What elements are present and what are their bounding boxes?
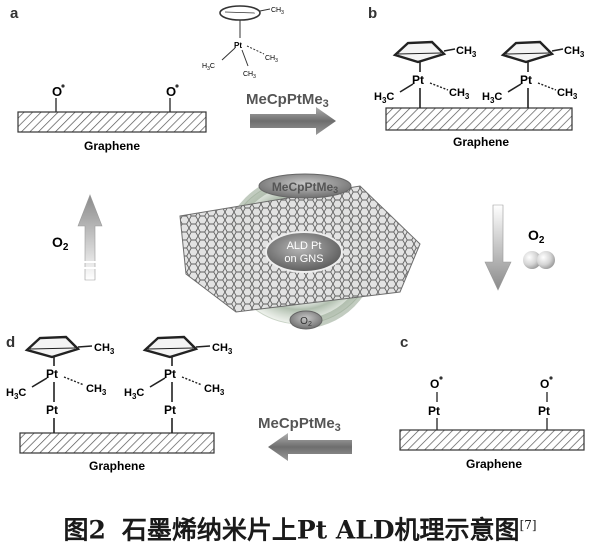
adsorbed-precursor: CH3 Pt H3C CH3 (374, 40, 477, 108)
h3c-label: H3C (202, 63, 215, 72)
graphene-label: Graphene (466, 457, 522, 471)
center-label-line1: ALD Pt (287, 240, 322, 252)
graphene-label: Graphene (89, 459, 145, 473)
adsorbed-precursor: CH3 Pt H3C CH3 (482, 40, 585, 108)
panel-letter-b: b (368, 5, 377, 22)
h3c-label: H3C (124, 387, 144, 401)
pt-label: Pt (520, 73, 532, 87)
reference-marker: [7] (519, 518, 537, 532)
h3c-label: H3C (6, 387, 26, 401)
oxygen-radical: O (52, 84, 62, 99)
oxygen-radical: O (166, 84, 176, 99)
pt-precursor-complex: CH3 Pt H3C CH3 Pt (124, 335, 233, 433)
ch3-label: CH3 (449, 87, 470, 101)
graphene-sheet (399, 429, 585, 451)
figure-number: 图2 (63, 515, 106, 545)
pt-label: Pt (46, 367, 58, 381)
oxygen-radical: O (540, 377, 549, 391)
right-arrow-icon (250, 107, 336, 135)
oxygen-radical: O (430, 377, 439, 391)
center-cycle: MeCpPtMe3 ALD Pt on GNS O2 (179, 173, 421, 330)
oxygen-label: O2 (528, 227, 545, 246)
graphene-label: Graphene (84, 139, 140, 153)
panel-letter-a: a (10, 5, 19, 22)
down-arrow-icon (484, 204, 512, 291)
panel-c: Graphene O Pt O Pt (399, 376, 585, 471)
precursor-label: MeCpPtMe3 (258, 415, 341, 434)
panel-a: Graphene O O CH3 Pt H3C CH3 CH3 (17, 5, 284, 153)
pt-label: Pt (538, 404, 550, 418)
pt-label: Pt (164, 403, 176, 417)
ch3-label: CH3 (86, 383, 107, 397)
diagram-canvas: Graphene O O CH3 Pt H3C CH3 CH3 MeCpPtMe… (6, 5, 585, 473)
ald-pt-badge (265, 231, 343, 273)
h3c-label: H3C (482, 91, 502, 105)
ald-mechanism-diagram: Graphene O O CH3 Pt H3C CH3 CH3 MeCpPtMe… (6, 5, 585, 473)
graphene-sheet (385, 107, 573, 131)
oxygen-label: O2 (52, 234, 69, 253)
panel-b: Graphene CH3 Pt H3C CH3 CH3 Pt H3C CH3 (374, 40, 585, 149)
precursor-badge (258, 173, 352, 199)
ch3-label: CH3 (212, 342, 233, 356)
ch3-label: CH3 (564, 45, 585, 59)
figure-caption: 图2 石墨烯纳米片上Pt ALD机理示意图[7] (0, 505, 600, 545)
ch3-label: CH3 (271, 7, 284, 16)
graphene-sheet (17, 111, 207, 133)
figure-title: 石墨烯纳米片上Pt ALD机理示意图 (121, 515, 520, 545)
panel-letter-c: c (400, 334, 408, 351)
arrow-d-to-a: O2 (52, 194, 103, 281)
ch3-label: CH3 (265, 55, 278, 64)
center-oxygen-label: O2 (300, 316, 312, 328)
ch3-label: CH3 (557, 87, 578, 101)
pt-label: Pt (164, 367, 176, 381)
arrow-c-to-d: MeCpPtMe3 (258, 415, 352, 461)
graphene-label: Graphene (453, 135, 509, 149)
oxygen-sphere-icon (523, 251, 541, 269)
left-arrow-icon (268, 433, 352, 461)
ch3-label: CH3 (243, 71, 256, 80)
pt-precursor-complex: CH3 Pt H3C CH3 Pt (6, 335, 115, 433)
up-arrow-icon (77, 194, 103, 281)
arrow-b-to-c: O2 (484, 204, 555, 291)
pt-label: Pt (428, 404, 440, 418)
panel-d: Graphene CH3 Pt H3C CH3 Pt CH3 Pt H3C (6, 335, 233, 473)
arrow-a-to-b: MeCpPtMe3 (246, 91, 336, 135)
pt-label: Pt (234, 41, 242, 50)
center-label-line2: on GNS (284, 253, 323, 265)
ch3-label: CH3 (204, 383, 225, 397)
panel-letter-d: d (6, 334, 15, 351)
h3c-label: H3C (374, 91, 394, 105)
pt-label: Pt (412, 73, 424, 87)
oxygen-sphere-icon (537, 251, 555, 269)
pt-label: Pt (46, 403, 58, 417)
precursor-molecule: CH3 Pt H3C CH3 CH3 (202, 5, 284, 80)
graphene-sheet (19, 432, 215, 454)
oxygen-badge (289, 310, 323, 330)
ch3-label: CH3 (456, 45, 477, 59)
ch3-label: CH3 (94, 342, 115, 356)
center-precursor-label: MeCpPtMe3 (272, 180, 338, 195)
precursor-label: MeCpPtMe3 (246, 91, 329, 110)
